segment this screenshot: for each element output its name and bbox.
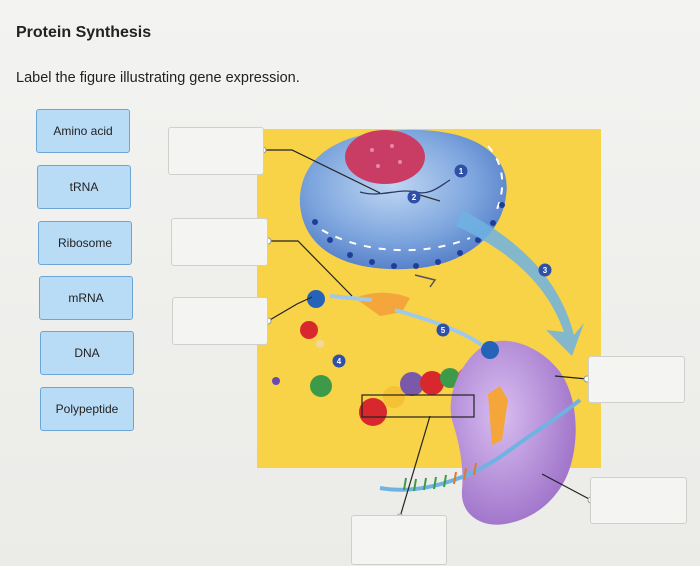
step-marker-4-text: 4: [337, 357, 342, 366]
label-chip-polypeptide[interactable]: Polypeptide: [40, 387, 134, 431]
label-chip-ribosome[interactable]: Ribosome: [38, 221, 132, 265]
drop-zone-4[interactable]: [588, 356, 685, 403]
mrna-arrow: [329, 294, 373, 302]
polypeptide-chain: [359, 368, 474, 426]
transcription-arrow: [419, 194, 441, 202]
page-title: Protein Synthesis: [16, 24, 152, 41]
step-marker-3: [538, 263, 552, 277]
step-marker-5: [436, 323, 450, 337]
leader-lines: [263, 149, 592, 518]
amino-acid-bead: [307, 290, 325, 308]
step-marker-4: [332, 354, 346, 368]
label-chip-mrna[interactable]: mRNA: [39, 276, 133, 320]
label-chip-trna[interactable]: tRNA: [37, 165, 131, 209]
instructions: Label the figure illustrating gene expre…: [16, 70, 300, 86]
step-marker-3-text: 3: [543, 266, 548, 275]
drop-zone-1[interactable]: [168, 127, 264, 175]
step-marker-2: [407, 190, 421, 204]
drop-zone-3[interactable]: [172, 297, 268, 345]
ribosome: [450, 340, 576, 525]
drop-zone-6[interactable]: [351, 515, 447, 565]
nucleolus: [345, 130, 425, 184]
transport-arrow: [456, 210, 584, 356]
label-chip-amino-acid[interactable]: Amino acid: [36, 109, 130, 153]
step-marker-2-text: 2: [412, 193, 417, 202]
label-chip-dna[interactable]: DNA: [40, 331, 134, 375]
drop-zone-5[interactable]: [590, 477, 687, 524]
step-marker-1-text: 1: [459, 167, 464, 176]
drop-zone-2[interactable]: [171, 218, 268, 266]
step-marker-5-text: 5: [441, 326, 446, 335]
step-marker-1: [454, 164, 468, 178]
polypeptide-bracket: [361, 394, 475, 418]
